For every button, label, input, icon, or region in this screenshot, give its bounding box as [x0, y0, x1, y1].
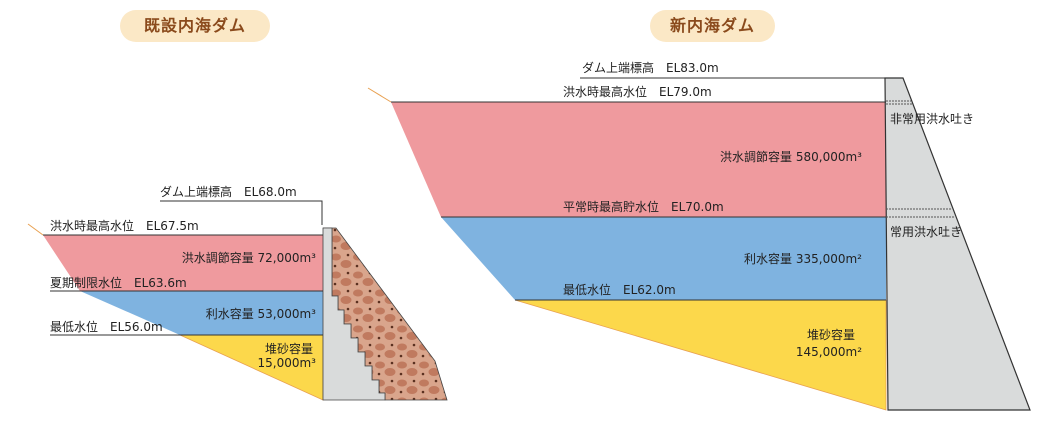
new-dam-body: [884, 77, 1031, 411]
new-normal-max-label: 平常時最高貯水位 EL70.0m: [563, 199, 724, 214]
new-dam: ダム上端標高 EL83.0m 洪水時最高水位 EL79.0m 洪水調節容量 58…: [367, 60, 1031, 411]
new-sediment-label: 堆砂容量: [807, 327, 855, 342]
existing-summer-limit-label: 夏期制限水位 EL63.6m: [50, 275, 187, 290]
new-ground-line: [367, 87, 392, 103]
existing-flood-capacity-label: 洪水調節容量 72,000m³: [182, 250, 316, 265]
existing-water-use-label: 利水容量 53,000m³: [206, 306, 316, 321]
existing-flood-max-label: 洪水時最高水位 EL67.5m: [50, 218, 199, 233]
regular-spillway-label: 常用洪水吐き: [890, 225, 962, 239]
new-water-use-label: 利水容量 335,000m²: [744, 251, 862, 266]
existing-dam: ダム上端標高 EL68.0m 洪水時最高水位 EL67.5m 洪水調節容量 72…: [27, 184, 448, 401]
new-flood-control-zone: [391, 102, 886, 217]
emergency-spillway-label: 非常用洪水吐き: [890, 112, 974, 126]
new-flood-max-label: 洪水時最高水位 EL79.0m: [563, 84, 712, 99]
existing-water-use-zone: [80, 291, 323, 335]
new-dam-title: 新内海ダム: [650, 10, 775, 42]
new-crest-label: ダム上端標高 EL83.0m: [582, 60, 719, 75]
existing-sediment-value: 15,000m³: [258, 356, 317, 370]
new-min-level-label: 最低水位 EL62.0m: [563, 282, 676, 297]
existing-dam-title: 既設内海ダム: [120, 10, 270, 42]
existing-concrete-face: [322, 227, 386, 401]
existing-sediment-label: 堆砂容量: [265, 341, 313, 356]
existing-flood-control-zone: [43, 235, 323, 291]
existing-ground-line: [27, 223, 44, 236]
existing-crest-label: ダム上端標高 EL68.0m: [160, 184, 297, 199]
existing-min-level-label: 最低水位 EL56.0m: [50, 319, 163, 334]
new-flood-capacity-label: 洪水調節容量 580,000m³: [720, 149, 862, 164]
new-sediment-value: 145,000m²: [796, 345, 862, 359]
existing-crest-leader: [160, 200, 323, 225]
new-water-use-zone: [441, 217, 886, 300]
